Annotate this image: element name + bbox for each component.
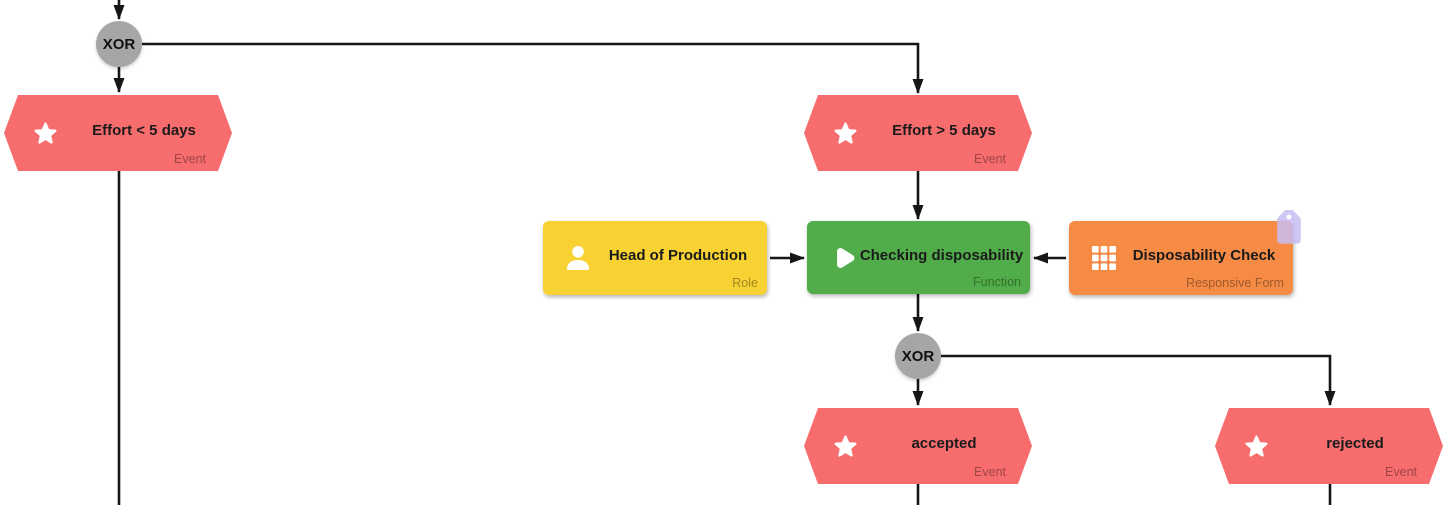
xor-connector-top[interactable]: XOR [96,21,142,67]
node-label: Head of Production [608,247,748,265]
role-head-of-production[interactable]: Head of Production Role [543,221,767,295]
person-icon [561,241,595,275]
star-icon [28,116,62,150]
event-accepted[interactable]: accepted Event [804,408,1032,484]
xor-connector-bottom[interactable]: XOR [895,333,941,379]
node-type-label: Event [974,465,1006,479]
node-type-label: Role [732,276,758,290]
form-disposability-check[interactable]: Disposability Check Responsive Form [1069,207,1301,295]
node-label: rejected [1326,435,1384,453]
node-label: accepted [911,435,977,453]
event-effort-lt-5-days[interactable]: Effort < 5 days Event [4,95,232,171]
star-icon [828,116,862,150]
node-type-label: Event [1385,465,1417,479]
event-rejected[interactable]: rejected Event [1215,408,1443,484]
xor-label: XOR [102,35,136,53]
node-type-label: Event [974,152,1006,166]
function-checking-disposability[interactable]: Checking disposability Function [807,221,1030,294]
edge-xor-to-rejected [941,354,1336,406]
edge-xor-to-effort-gt [142,42,924,94]
xor-label: XOR [901,347,935,365]
star-icon [828,429,862,463]
node-label: Effort < 5 days [92,122,196,140]
event-effort-gt-5-days[interactable]: Effort > 5 days Event [804,95,1032,171]
play-icon [825,241,859,275]
grid-icon [1087,241,1121,275]
node-label: Disposability Check [1132,247,1276,265]
node-type-label: Responsive Form [1186,276,1284,290]
node-type-label: Function [973,275,1021,289]
node-label: Effort > 5 days [892,122,996,140]
star-icon [1239,429,1273,463]
node-type-label: Event [174,152,206,166]
node-label: Checking disposability [859,246,1024,264]
